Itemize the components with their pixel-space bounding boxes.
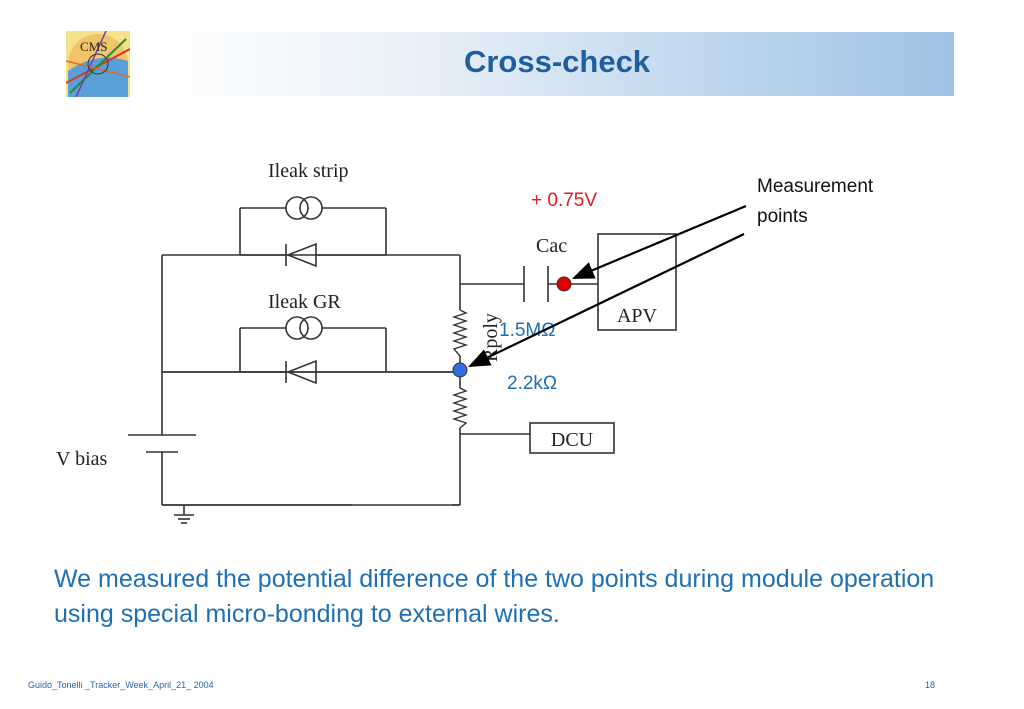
scan-mask	[352, 373, 452, 528]
arrow-to-blue-point	[468, 233, 745, 367]
measurement-point-red	[556, 276, 572, 292]
resistor-2-value: 2.2kΩ	[507, 373, 557, 394]
voltage-label: + 0.75V	[531, 190, 597, 211]
rpoly-resistor-icon	[451, 309, 469, 357]
slide-title: Cross-check	[463, 44, 651, 79]
cac-label: Cac	[536, 235, 567, 257]
current-source-strip-icon	[285, 196, 323, 220]
dcu-label: DCU	[551, 429, 594, 451]
dcu-box	[529, 422, 615, 454]
apv-label: APV	[617, 305, 658, 327]
vbias-label: V bias	[56, 448, 108, 470]
current-source-gr-icon	[285, 316, 323, 340]
ileak-gr-label: Ileak GR	[268, 291, 341, 313]
apv-box	[597, 233, 677, 331]
cms-logo: CMS	[66, 31, 130, 97]
resistor-1-value: 1.5MΩ	[499, 320, 555, 341]
title-bar: Cross-check	[160, 32, 954, 96]
page-number: 18	[925, 680, 936, 690]
diode-strip-icon	[285, 242, 317, 268]
logo-text: CMS	[80, 39, 107, 54]
arrow-to-red-point	[571, 204, 747, 280]
r2-resistor-icon	[451, 387, 469, 429]
footer-author: Guido_Tonelli _Tracker_Week_April_21_ 20…	[28, 680, 214, 690]
measurement-point-blue	[452, 362, 468, 378]
slide-caption: We measured the potential difference of …	[54, 565, 935, 628]
measurement-points-label: Measurement points	[757, 176, 878, 227]
ileak-strip-label: Ileak strip	[268, 160, 349, 182]
